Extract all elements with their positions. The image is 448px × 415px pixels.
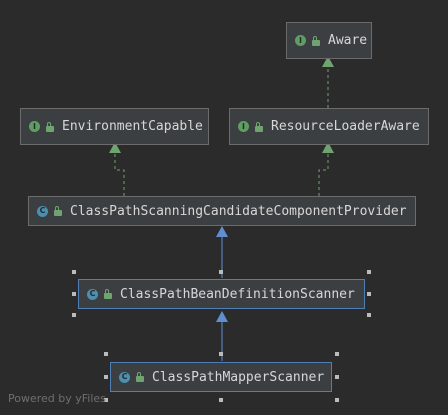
interface-icon: I — [29, 121, 40, 132]
interface-icon: I — [295, 35, 306, 46]
lock-icon — [312, 35, 320, 46]
node-environmentcapable[interactable]: I EnvironmentCapable — [20, 108, 209, 145]
selection-handle[interactable] — [104, 375, 108, 379]
selection-handle[interactable] — [219, 398, 223, 402]
arrowhead-aware — [322, 56, 334, 67]
selection-handle[interactable] — [72, 270, 76, 274]
arrowhead-provider — [216, 226, 228, 237]
arrowhead-beanscanner — [216, 311, 228, 322]
node-aware[interactable]: I Aware — [286, 22, 372, 59]
edge-provider-environmentcapable — [114, 146, 125, 196]
lock-icon — [54, 206, 62, 216]
selection-handle[interactable] — [367, 270, 371, 274]
interface-icon: I — [238, 121, 249, 132]
lock-icon — [104, 289, 112, 299]
node-label-provider: ClassPathScanningCandidateComponentProvi… — [70, 203, 407, 219]
selection-handle[interactable] — [72, 313, 76, 317]
node-label-mapperscanner: ClassPathMapperScanner — [152, 369, 325, 385]
selection-handle[interactable] — [104, 352, 108, 356]
node-resourceloaderaware[interactable]: I ResourceLoaderAware — [229, 108, 429, 145]
node-label-environmentcapable: EnvironmentCapable — [62, 119, 203, 134]
selection-handle[interactable] — [367, 292, 371, 296]
selection-handle[interactable] — [104, 398, 108, 402]
selection-handle[interactable] — [335, 352, 339, 356]
node-classpathmapperscanner[interactable]: C ClassPathMapperScanner — [110, 362, 332, 392]
selection-handle[interactable] — [219, 270, 223, 274]
lock-icon — [255, 121, 263, 132]
arrowhead-environmentcapable — [109, 142, 121, 153]
selection-handle[interactable] — [335, 375, 339, 379]
selection-handle[interactable] — [219, 352, 223, 356]
class-icon: C — [37, 205, 48, 217]
lock-icon — [136, 372, 144, 382]
arrowhead-resourceloaderaware — [322, 142, 334, 153]
selection-handle[interactable] — [72, 292, 76, 296]
class-icon: C — [87, 288, 98, 300]
node-label-aware: Aware — [328, 33, 368, 48]
lock-icon — [46, 121, 54, 132]
selection-handle[interactable] — [335, 398, 339, 402]
node-label-beanscanner: ClassPathBeanDefinitionScanner — [120, 286, 355, 302]
node-classpathscanningcandidatecomponentprovider[interactable]: C ClassPathScanningCandidateComponentPro… — [28, 196, 416, 226]
footer-credit: Powered by yFiles — [8, 392, 106, 405]
edge-provider-resourceloaderaware — [318, 146, 329, 196]
node-label-resourceloaderaware: ResourceLoaderAware — [271, 119, 420, 134]
selection-handle[interactable] — [367, 313, 371, 317]
node-classpathbeandefinitionscanner[interactable]: C ClassPathBeanDefinitionScanner — [78, 279, 365, 309]
class-icon: C — [119, 371, 130, 383]
